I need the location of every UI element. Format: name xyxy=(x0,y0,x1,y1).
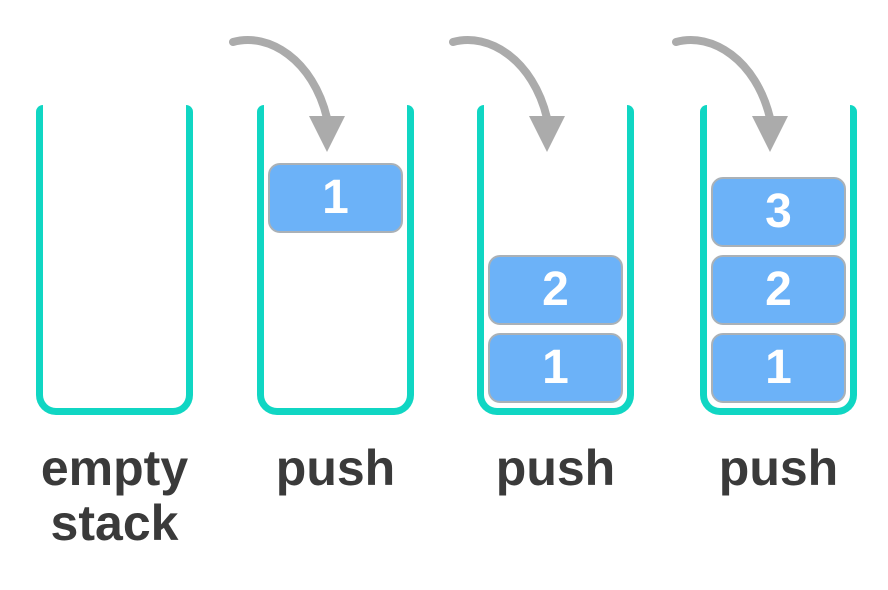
stack-item-block: 1 xyxy=(268,163,403,233)
stack-figure-push-1: 1 push xyxy=(229,0,414,590)
stack-item-value: 1 xyxy=(322,171,349,224)
stack-figure-push-2: 2 1 push xyxy=(449,0,634,590)
stack-label: empty stack xyxy=(40,440,189,551)
stack-container: 2 1 xyxy=(477,105,634,415)
stack-item-value: 1 xyxy=(765,341,792,394)
stack-figure-push-3: 3 2 1 push xyxy=(672,0,857,590)
stack-item-block: 1 xyxy=(711,333,846,403)
stack-item-block: 2 xyxy=(488,255,623,325)
stack-figure-empty: empty stack xyxy=(36,0,193,590)
stack-container xyxy=(36,105,193,415)
stack-item-value: 1 xyxy=(542,341,569,394)
push-arrow-icon xyxy=(449,36,565,152)
stack-item-block: 3 xyxy=(711,177,846,247)
stack-container: 3 2 1 xyxy=(700,105,857,415)
stack-item-block: 1 xyxy=(488,333,623,403)
push-arrow-icon xyxy=(672,36,788,152)
stack-item-value: 2 xyxy=(765,263,792,316)
stack-item-block: 2 xyxy=(711,255,846,325)
stack-container: 1 xyxy=(257,105,414,415)
stack-label: push xyxy=(495,440,616,496)
stack-label: push xyxy=(275,440,396,496)
push-arrow-icon xyxy=(229,36,345,152)
stack-item-value: 3 xyxy=(765,185,792,238)
stack-item-value: 2 xyxy=(542,263,569,316)
stack-label: push xyxy=(718,440,839,496)
